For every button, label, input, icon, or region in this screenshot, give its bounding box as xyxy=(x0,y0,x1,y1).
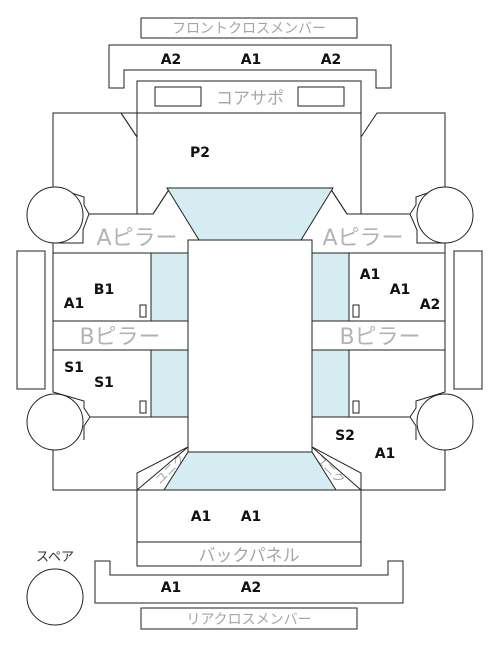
right-front-door-glass xyxy=(311,252,350,322)
left-rear-door-glass xyxy=(150,349,189,418)
left-front-door-mark-2: A1 xyxy=(64,296,85,312)
right-side-sill xyxy=(453,250,483,390)
rear-cross-member-label-box xyxy=(140,607,358,630)
hood-mark: P2 xyxy=(190,145,210,161)
left-rear-door-mark-2: S1 xyxy=(94,375,114,391)
front-cross-member-label: フロントクロスメンバー xyxy=(172,21,326,37)
right-rear-door-mark-2: A1 xyxy=(375,446,396,462)
left-b-pillar-label: Bピラー xyxy=(79,325,160,350)
rear-cross-member-label: リアクロスメンバー xyxy=(186,612,311,628)
left-front-door xyxy=(52,252,152,322)
front-cm-right-mark: A2 xyxy=(321,52,342,68)
left-side-sill xyxy=(16,250,46,390)
back-panel-label: バックパネル xyxy=(198,546,299,566)
left-front-door-mark-1: B1 xyxy=(94,282,114,298)
left-rear-wheel xyxy=(26,393,84,451)
left-front-door-handle xyxy=(139,304,147,318)
spare-tire xyxy=(26,568,84,626)
core-support-left-light xyxy=(154,86,202,107)
left-rear-door-mark-1: S1 xyxy=(64,360,84,376)
back-panel xyxy=(136,541,362,567)
trunk-mark-1: A1 xyxy=(191,509,212,525)
core-support-right-light xyxy=(297,86,345,107)
roof-panel xyxy=(187,239,313,453)
right-front-door-mark-1: A1 xyxy=(360,267,381,283)
right-b-pillar xyxy=(311,320,446,351)
front-cross-member-frame xyxy=(108,44,392,89)
left-b-pillar xyxy=(52,320,189,351)
core-support: コアサポ xyxy=(136,80,362,114)
right-rear-pillar-edge xyxy=(311,446,362,491)
rear-cross-member-frame xyxy=(94,560,404,604)
right-rear-door-mark-1: S2 xyxy=(335,428,355,444)
right-front-wheel xyxy=(416,186,474,244)
front-cross-member-label-box xyxy=(140,17,358,39)
right-rear-door-glass xyxy=(311,349,350,418)
left-rear-door-handle xyxy=(139,400,147,414)
rear-cm-mark-1: A1 xyxy=(161,580,182,596)
left-front-wheel xyxy=(26,186,84,244)
core-support-label: コアサポ xyxy=(216,89,284,109)
front-cm-center-mark: A1 xyxy=(241,52,262,68)
trunk-mark-2: A1 xyxy=(241,509,262,525)
right-front-door-mark-3: A2 xyxy=(420,297,441,313)
right-a-pillar-label: Aピラー xyxy=(322,226,403,251)
rear-cm-mark-2: A2 xyxy=(241,580,262,596)
left-rear-pillar-edge xyxy=(136,446,189,491)
right-front-door-handle xyxy=(352,304,360,318)
right-rear-wheel xyxy=(416,393,474,451)
left-a-pillar-label: Aピラー xyxy=(96,226,177,251)
spare-label: スペア xyxy=(36,550,74,565)
windshield-glass xyxy=(166,187,334,241)
front-cross-member: フロントクロスメンバー A2 A1 A2 xyxy=(108,17,392,89)
trunk-lid xyxy=(136,489,362,543)
right-front-door-mark-2: A1 xyxy=(390,282,411,298)
rear-window-glass xyxy=(163,451,337,491)
right-rear-door-handle xyxy=(352,400,360,414)
left-front-door-glass xyxy=(150,252,189,322)
right-b-pillar-label: Bピラー xyxy=(339,325,420,350)
front-cm-left-mark: A2 xyxy=(161,52,182,68)
